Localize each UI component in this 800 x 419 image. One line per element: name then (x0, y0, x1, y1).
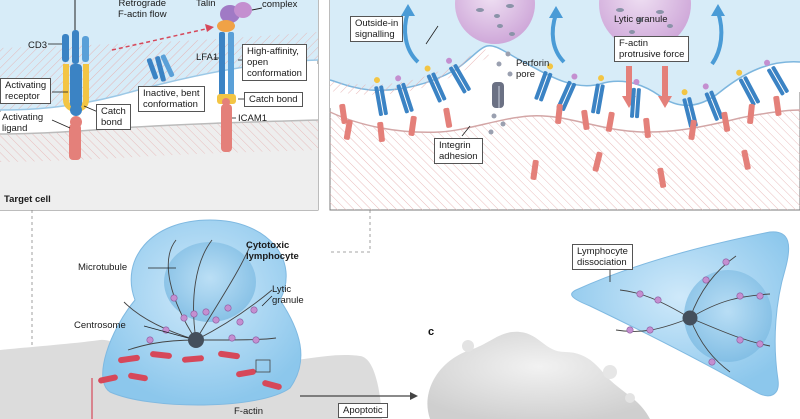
target-ligand (443, 107, 453, 128)
integrin-receptor (591, 75, 605, 115)
apoptotic-cell (427, 331, 650, 419)
cd3-receptor (62, 0, 89, 64)
icam1-label: ICAM1 (238, 113, 268, 124)
target-ligand (688, 119, 697, 140)
cytotoxic-lymphocyte-label: Cytotoxic lymphocyte (246, 240, 299, 262)
inactive-bent-label: Inactive, bent conformation (138, 86, 205, 112)
integrin-receptor (681, 89, 698, 128)
integrin-receptor (556, 73, 578, 111)
integrin-receptor (395, 75, 414, 114)
target-ligand (643, 117, 651, 139)
activating-receptor-label: Activating receptor (0, 78, 52, 104)
lytic-granule-label-lower: Lytic granule (272, 284, 304, 306)
centrosome (188, 332, 204, 348)
integrin-receptor (424, 65, 447, 103)
factin-label: F-actin (234, 406, 264, 417)
panel-b (329, 0, 800, 211)
integrin-adhesion-label: Integrin adhesion (434, 138, 483, 164)
perforin-pore-label: Perforin pore (516, 58, 550, 80)
target-ligand (377, 121, 385, 143)
activating-ligand (69, 116, 82, 160)
inactive-bent-lfa1 (146, 54, 175, 82)
target-cell-label: Target cell (4, 194, 51, 205)
integrin-receptor (446, 57, 471, 94)
target-ligand (408, 115, 417, 136)
integrin-receptor (764, 59, 789, 96)
activating-receptor (63, 64, 89, 116)
perforin-pore (488, 51, 513, 135)
apoptotic-label: Apoptotic (338, 403, 388, 418)
target-ligand (343, 119, 353, 140)
talin-complex (217, 2, 263, 32)
target-ligand (605, 111, 615, 132)
integrin-receptor (630, 79, 641, 119)
panel-c-letter: c (428, 326, 435, 338)
cd3-label: CD3 (28, 40, 48, 51)
icam1 (221, 98, 232, 152)
target-ligand (581, 109, 590, 130)
target-cell-region-b (330, 110, 800, 210)
catch-bond-left-label: Catch bond (96, 104, 131, 130)
outside-in-signalling-label: Outside-in signalling (350, 16, 404, 42)
target-ligand (773, 95, 782, 116)
centrosome-label: Centrosome (74, 320, 126, 331)
talin-label: Talin (196, 0, 216, 9)
target-ligands (339, 95, 782, 188)
target-ligand (530, 159, 539, 180)
panel-lower (0, 219, 790, 419)
integrin-receptor (736, 69, 760, 106)
lymphocyte-dissociation-label: Lymphocyte dissociation (572, 244, 633, 270)
lfa1-label: LFA1 (196, 52, 219, 63)
integrin-clusters (373, 57, 789, 128)
catch-bond-right-label: Catch bond (244, 92, 303, 107)
factin-protrusive-force-label: F-actin protrusive force (614, 36, 690, 62)
high-affinity-label: High-affinity, open conformation (242, 44, 307, 81)
integrin-receptor (534, 63, 554, 102)
lytic-granule-left (455, 0, 535, 44)
target-ligand (555, 103, 563, 125)
target-ligand (747, 103, 755, 125)
target-ligand (339, 103, 348, 124)
lytic-granule-label-b: Lytic granule (614, 14, 668, 25)
microtubule-label: Microtubule (78, 262, 128, 273)
retrograde-flow-label: Retrograde F-actin flow (118, 0, 167, 20)
target-ligand (657, 167, 667, 188)
target-ligand (721, 111, 731, 132)
target-ligand (592, 151, 603, 172)
high-affinity-lfa1 (217, 32, 236, 104)
complex-label: complex (262, 0, 298, 10)
activating-ligand-label: Activating ligand (2, 112, 44, 134)
target-ligand (741, 149, 751, 170)
integrin-receptor (373, 77, 388, 117)
integrin-receptor (702, 83, 724, 121)
